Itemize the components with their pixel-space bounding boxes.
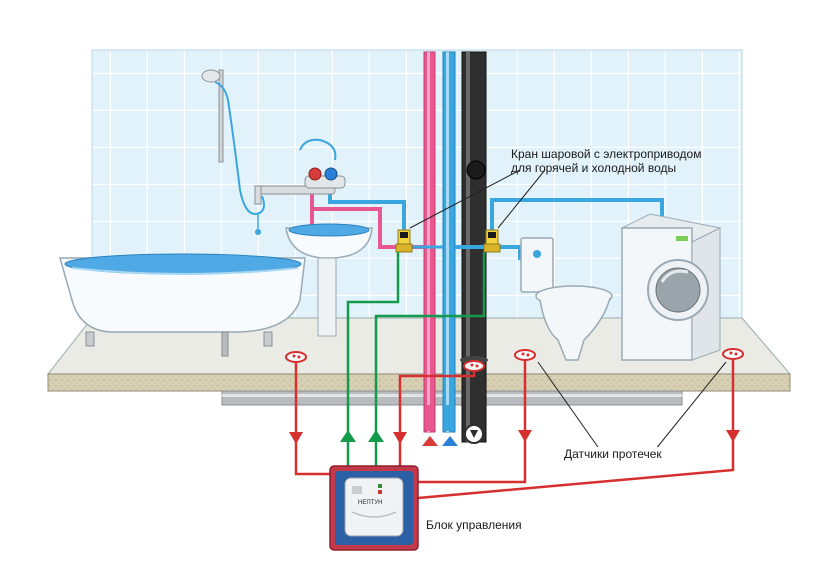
- bathtub-icon: [59, 253, 306, 357]
- control-unit-label: Блок управления: [426, 518, 522, 532]
- sensor-wires: [294, 359, 735, 500]
- ball-valve-icon: [483, 229, 501, 253]
- valve-wire-arrows: [340, 430, 384, 442]
- valve-label-line1: Кран шаровой с электроприводом: [511, 147, 702, 161]
- leak-sensor-icon: [514, 349, 536, 361]
- valve-callout-lines: [409, 169, 546, 229]
- ball-valve-icon: [395, 229, 413, 253]
- valve-control-wires: [346, 252, 486, 466]
- sensor-wire-arrows: [289, 430, 740, 444]
- control-unit-brand: НЕПТУН: [358, 500, 383, 506]
- riser-end-arrows: [422, 405, 484, 446]
- valve-label: Кран шаровой с электроприводом для горяч…: [511, 147, 701, 175]
- valve-label-line2: для горячей и холодной воды: [511, 161, 677, 175]
- washing-machine-icon: [620, 213, 722, 361]
- leak-sensor-icon: [463, 360, 485, 372]
- sink-icon: [285, 223, 373, 337]
- control-unit-icon: [329, 465, 419, 551]
- shower-icon: [201, 69, 265, 235]
- leak-sensor-icon: [285, 351, 307, 363]
- leak-sensor-icon: [722, 348, 744, 360]
- mixer-tap-icon: [254, 138, 346, 205]
- toilet-icon: [520, 237, 613, 361]
- leak-sensors-label: Датчики протечек: [560, 447, 666, 461]
- sensor-callout-lines: [537, 361, 727, 451]
